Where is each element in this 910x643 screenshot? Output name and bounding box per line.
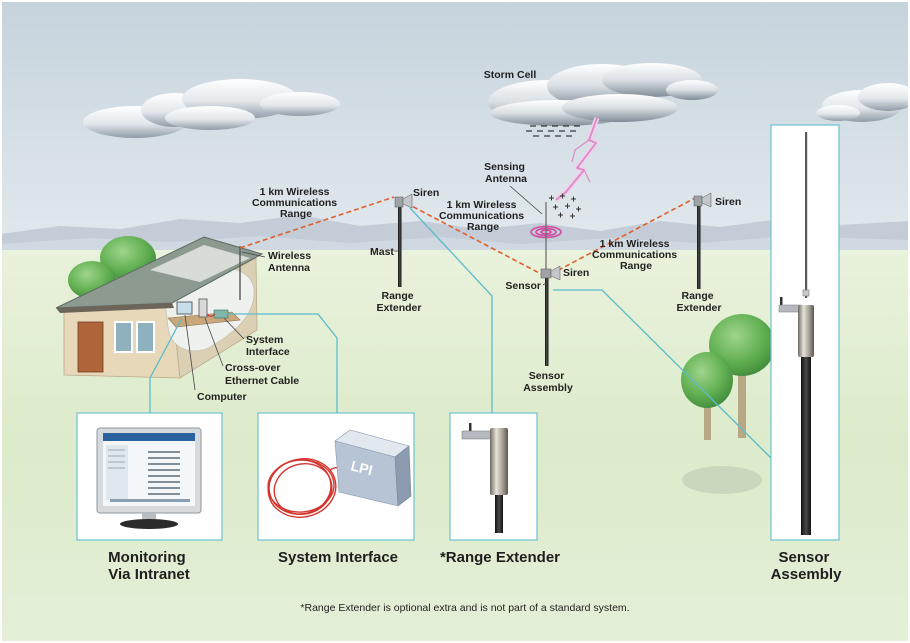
system-interface-scene-label: System Interface xyxy=(246,334,290,358)
monitor-stand-base xyxy=(120,519,178,529)
house xyxy=(55,236,264,379)
computer-monitor xyxy=(176,301,193,315)
siren-right-icon xyxy=(701,192,712,208)
house-roof-cut xyxy=(150,245,250,282)
siren-middle-icon xyxy=(550,265,561,281)
sensor-bracket xyxy=(778,304,802,313)
siren-middle-label: Siren xyxy=(563,267,589,279)
extender-spike xyxy=(469,423,472,432)
computer-label: Computer xyxy=(197,391,247,403)
sensor-pole xyxy=(540,202,561,366)
crossover-cable-label: Cross-over Ethernet Cable xyxy=(225,362,299,387)
monitoring-panel xyxy=(76,412,223,541)
sensor-cylinder xyxy=(798,305,814,357)
rain-dashes xyxy=(526,125,580,137)
range-extender-right xyxy=(693,192,712,289)
cloud-left xyxy=(83,79,340,138)
panel-connectors xyxy=(149,207,772,459)
range-middle-label: 1 km Wireless Communications Range xyxy=(439,199,527,233)
sensor-pole xyxy=(801,357,811,535)
storm-cell-cloud xyxy=(488,63,718,126)
crossover-cable-house xyxy=(206,313,216,317)
range-left-label: 1 km Wireless Communications Range xyxy=(252,186,340,220)
sensor-label: Sensor xyxy=(505,280,541,292)
sensor-assembly-scene-label: Sensor Assembly xyxy=(523,370,573,394)
wireless-links xyxy=(239,196,698,276)
sensor-antenna-rod xyxy=(805,132,808,298)
house-window-left xyxy=(114,321,133,353)
range-extender-right-label: Range Extender xyxy=(677,290,722,314)
charge-plus-signs xyxy=(549,193,581,219)
system-interface-unit xyxy=(213,309,229,319)
sensing-antenna-label: Sensing Antenna xyxy=(484,161,528,185)
lpi-logo: LPI xyxy=(349,457,374,478)
interface-box: LPI xyxy=(334,429,412,507)
storm-cell-label: Storm Cell xyxy=(484,69,537,81)
range-right-label: 1 km Wireless Communications Range xyxy=(592,238,680,272)
siren-left-icon xyxy=(402,193,413,209)
monitoring-caption: Monitoring Via Intranet xyxy=(108,549,190,583)
extender-bracket xyxy=(461,430,493,440)
wireless-antenna-label: Wireless Antenna xyxy=(268,250,314,274)
sensor-spike xyxy=(780,297,783,306)
extender-cylinder xyxy=(490,428,508,495)
siren-left-label: Siren xyxy=(413,187,439,199)
range-extender-caption: *Range Extender xyxy=(440,549,560,566)
mast-label: Mast xyxy=(370,246,394,258)
house-window-right xyxy=(136,321,155,353)
house-roof-edge xyxy=(56,303,174,313)
house-door xyxy=(77,321,104,373)
range-extender-panel xyxy=(449,412,538,541)
system-interface-caption: System Interface xyxy=(278,549,398,566)
sensor-assembly-caption: Sensor Assembly xyxy=(771,549,843,583)
siren-right-label: Siren xyxy=(715,196,741,208)
sensor-assembly-panel xyxy=(770,124,840,541)
range-extender-left-label: Range Extender xyxy=(377,290,422,314)
system-interface-panel: LPI xyxy=(257,412,415,541)
computer-tower xyxy=(198,298,208,318)
monitor-stand-neck xyxy=(142,513,156,521)
cloud-right xyxy=(816,83,910,122)
range-extender-left xyxy=(394,193,413,287)
extender-pole xyxy=(495,495,503,533)
footnote: *Range Extender is optional extra and is… xyxy=(300,602,629,614)
lightning-bolt xyxy=(554,117,600,202)
trees-right xyxy=(681,314,775,494)
label-leader-lines xyxy=(184,185,547,391)
